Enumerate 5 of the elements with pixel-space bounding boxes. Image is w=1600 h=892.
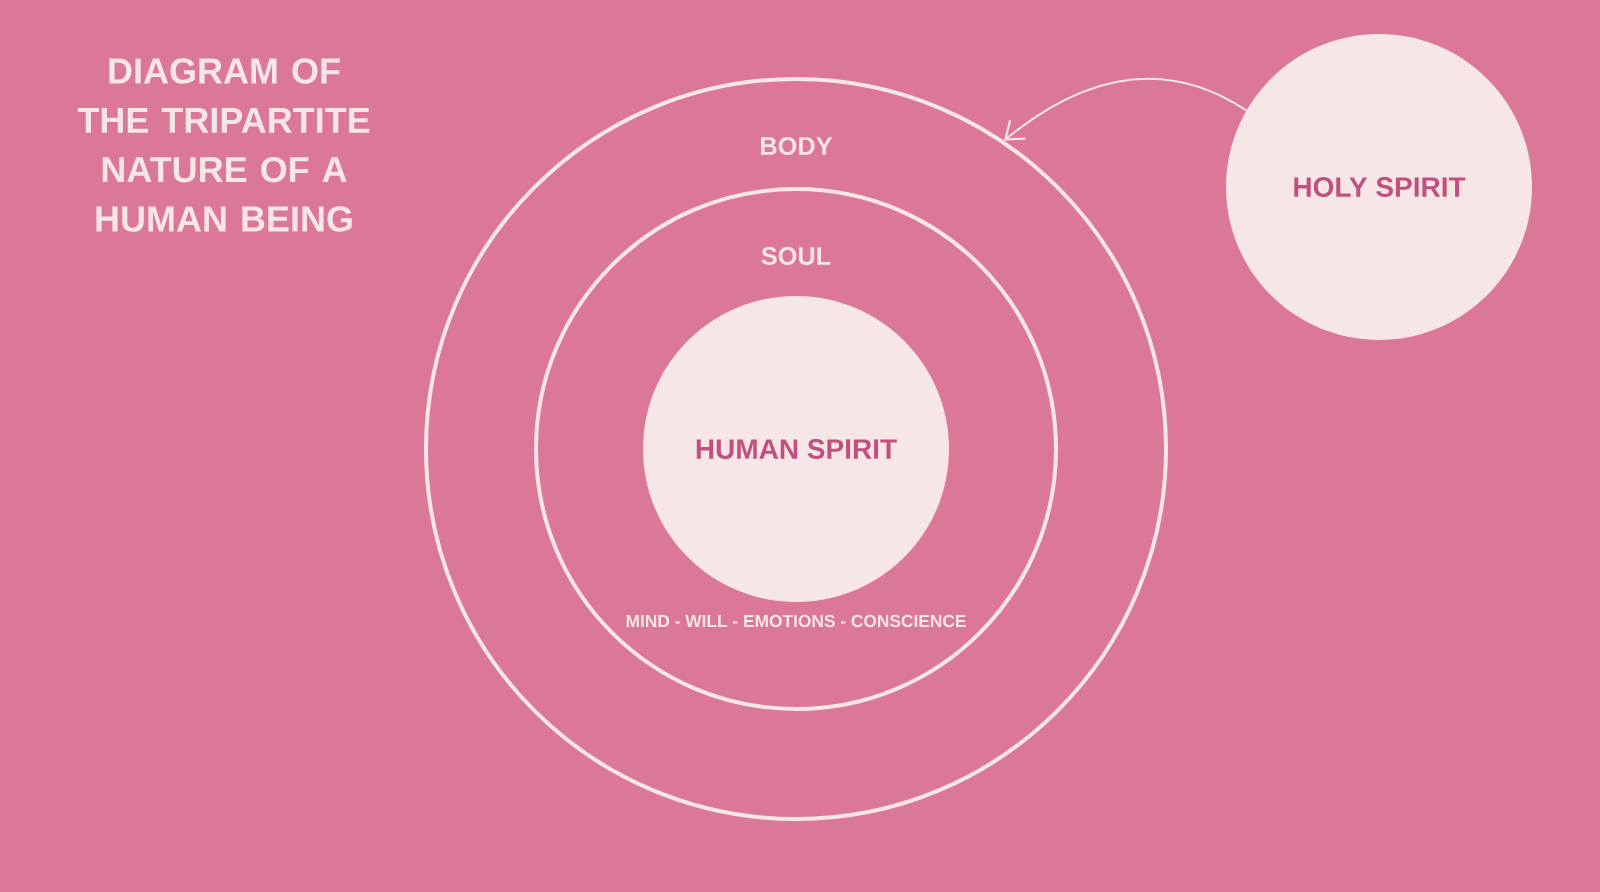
ring-label: SOUL xyxy=(761,247,831,265)
ring-caption: MIND - WILL - EMOTIONS - CONSCIENCE xyxy=(626,614,966,628)
ring-label: BODY xyxy=(761,137,833,155)
title: DIAGRAM OF THE TRIPARTITE NATURE OF A HUMAN BEING xyxy=(77,58,370,232)
arrow xyxy=(1004,77,1247,141)
